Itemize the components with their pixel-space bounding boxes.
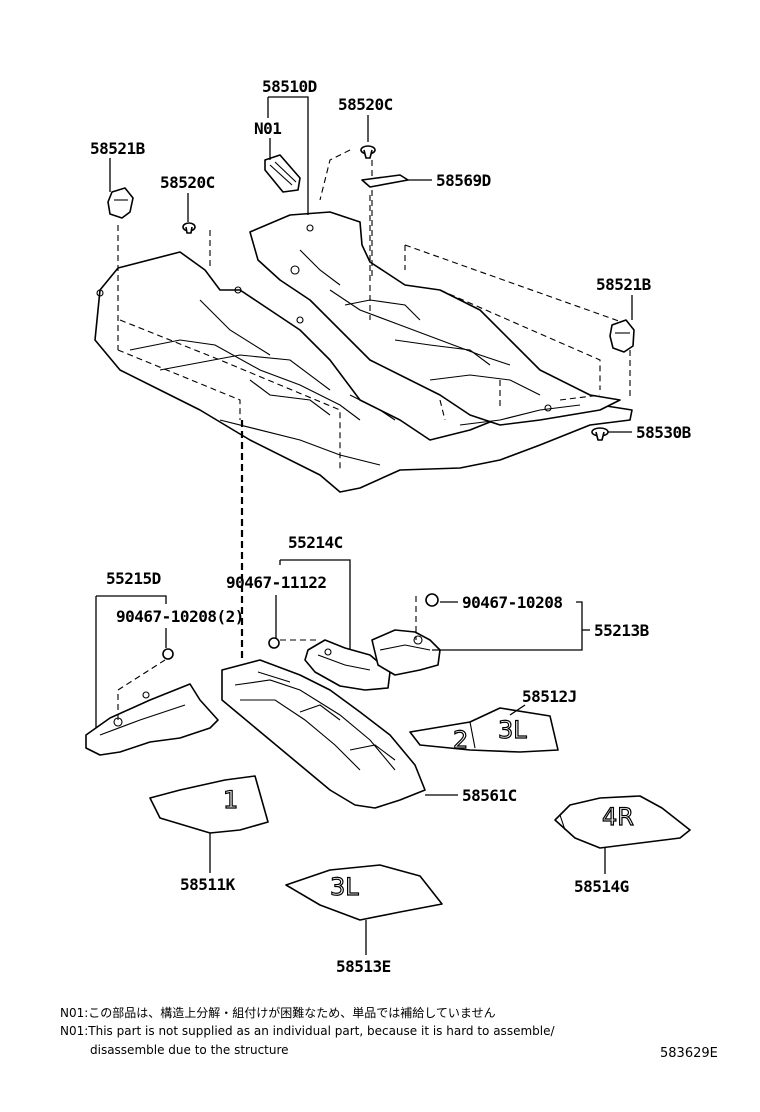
label-58521b-left: 58521B [90, 139, 146, 158]
note-english-line1: N01:This part is not supplied as an indi… [60, 1024, 555, 1038]
label-58569d: 58569D [436, 171, 491, 190]
label-55213b: 55213B [594, 621, 650, 640]
mat-58514g [554, 795, 691, 849]
label-58561c: 58561C [462, 786, 517, 805]
label-58530b: 58530B [636, 423, 692, 442]
mat-marking-3-rear: 3L [498, 716, 527, 744]
label-58510d: 58510D [262, 77, 317, 96]
clip-58521b-left [107, 187, 134, 219]
mat-marking-1: 1 [223, 786, 238, 814]
bolt-90467-10208-right [425, 593, 439, 607]
note-japanese: N01:この部品は、構造上分解・組付けが困難なため、単品では補給していません [60, 1006, 496, 1020]
mat-marking-4: 4R [602, 803, 634, 831]
label-55215d: 55215D [106, 569, 161, 588]
bolt-90467-11122 [268, 637, 280, 649]
label-58521b-right: 58521B [596, 275, 652, 294]
bracket-55214c [304, 639, 391, 691]
leader-lines [95, 96, 633, 955]
label-90467-10208: 90467-10208 [462, 593, 562, 612]
mat-58511k [149, 775, 269, 834]
label-58513e: 58513E [336, 957, 391, 976]
strip-58569d [361, 174, 409, 188]
floor-carpet-assembly [94, 211, 633, 493]
clip-58521b-right [609, 319, 635, 353]
label-90467-11122: 90467-11122 [226, 573, 326, 592]
label-55214c: 55214C [288, 533, 343, 552]
mat-marking-3: 3L [330, 873, 359, 901]
label-58520c-left: 58520C [160, 173, 215, 192]
mat-58513e [285, 864, 443, 921]
bolt-90467-10208-left [162, 648, 174, 660]
n01-pad [264, 154, 301, 193]
label-58514g: 58514G [574, 877, 629, 896]
diagram-id: 583629E [660, 1046, 718, 1061]
clip-58530b [591, 427, 609, 441]
clip-58520c-left [182, 222, 196, 234]
label-58520c-top: 58520C [338, 95, 393, 114]
clip-58520c-top [360, 145, 376, 159]
bracket-55213b [371, 629, 441, 676]
mat-58512j [409, 707, 559, 753]
label-58512j: 58512J [522, 687, 577, 706]
label-90467-10208-2: 90467-10208(2) [116, 607, 244, 626]
tunnel-pad-58561c [221, 659, 426, 809]
label-n01: N01 [254, 119, 281, 138]
bracket-55215d [85, 659, 219, 756]
mat-marking-2: 2 [453, 726, 468, 754]
assembly-guide-lines-upper [117, 149, 631, 470]
note-english-line2: disassemble due to the structure [90, 1043, 289, 1057]
label-58511k: 58511K [180, 875, 236, 894]
